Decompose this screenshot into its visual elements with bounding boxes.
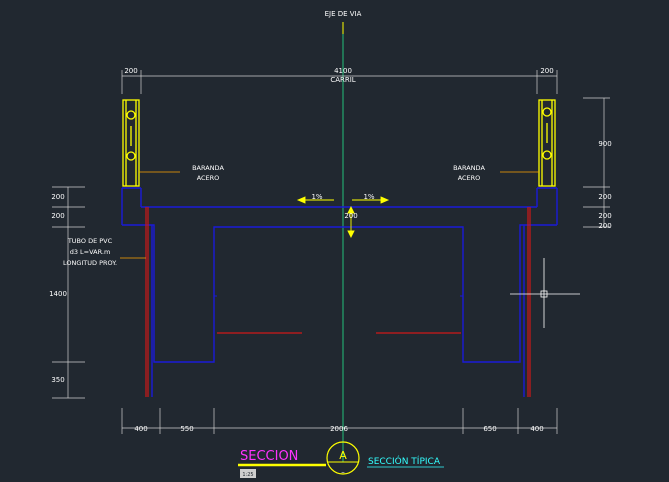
- slope-left: 1%: [311, 193, 322, 201]
- bridge-structure: [121, 187, 558, 397]
- label-railing-left-1: BARANDA: [192, 164, 224, 172]
- railing-right: [538, 99, 556, 187]
- title-circle: [326, 441, 360, 475]
- railing-left: [122, 99, 140, 187]
- dim-right-deck: 200: [598, 222, 611, 230]
- title-sub: –: [341, 468, 345, 476]
- label-pipe-3: LONGITUD PROY.: [63, 259, 117, 267]
- right-dimensions: [583, 97, 610, 228]
- label-pipe-1: TUBO DE PVC: [67, 237, 113, 245]
- axis-label: EJE DE VIA: [325, 10, 362, 18]
- slope-arrows: [296, 196, 390, 239]
- dim-right-curb1: 200: [598, 193, 611, 201]
- left-dimensions: [52, 186, 85, 399]
- dim-bottom-3: 2006: [330, 425, 348, 433]
- dim-bottom-2: 550: [180, 425, 193, 433]
- dim-top-right: 200: [540, 67, 553, 75]
- dim-left-curb2: 200: [51, 212, 64, 220]
- dim-right-railing: 900: [598, 140, 611, 148]
- axis-group: EJE DE VIA: [325, 10, 362, 462]
- rebars: [145, 207, 531, 397]
- crosshair-cursor[interactable]: [510, 258, 580, 328]
- dim-left-wall: 1400: [49, 290, 67, 298]
- dim-bottom-5: 400: [530, 425, 543, 433]
- dim-bottom-1: 400: [134, 425, 147, 433]
- label-railing-right-1: BARANDA: [453, 164, 485, 172]
- scale-box: [240, 469, 256, 478]
- label-railing-left-2: ACERO: [197, 174, 220, 182]
- dim-slab: 200: [344, 212, 357, 220]
- bottom-dimensions: [121, 408, 558, 434]
- dim-top-total-sub: CARRIL: [330, 76, 355, 84]
- dim-bottom-4: 650: [483, 425, 496, 433]
- label-pipe-2: d3 L=VAR.m: [70, 248, 111, 256]
- section-title-block: SECCION A – SECCIÓN TÍPICA 1:25: [238, 441, 444, 478]
- dim-top-total: 4100: [334, 67, 352, 75]
- title-name: SECCIÓN TÍPICA: [368, 455, 441, 467]
- dim-right-curb2: 200: [598, 212, 611, 220]
- dim-top-left: 200: [124, 67, 137, 75]
- slope-right: 1%: [363, 193, 374, 201]
- title-letter: A: [339, 449, 347, 462]
- dim-left-footing: 350: [51, 376, 64, 384]
- top-dimensions: [121, 70, 558, 94]
- label-railing-right-2: ACERO: [458, 174, 481, 182]
- dim-left-curb1: 200: [51, 193, 64, 201]
- title-section: SECCION: [240, 449, 298, 464]
- scale-box-text: 1:25: [242, 472, 253, 478]
